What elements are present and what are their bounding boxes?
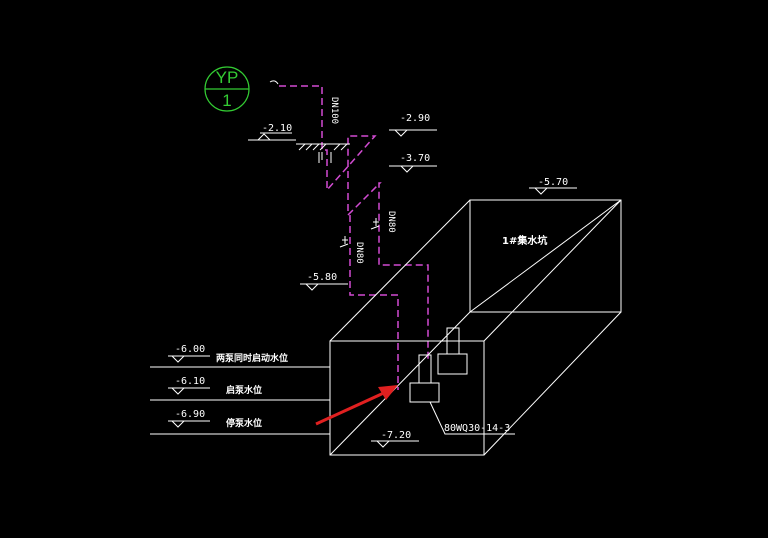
hatch-line	[298, 143, 306, 151]
pit-label: 1#集水坑	[502, 234, 547, 247]
pumps	[409, 327, 515, 435]
elev-label: -7.20	[381, 430, 411, 441]
ground-hatch	[296, 143, 350, 163]
elev-triangle	[400, 165, 414, 173]
pit-upper-box	[469, 199, 622, 313]
elev-label: -3.70	[400, 153, 430, 164]
tag-bottom: 1	[222, 91, 231, 110]
valve-symbols	[339, 218, 380, 248]
elev-triangle	[171, 420, 185, 428]
red-arrow	[315, 385, 398, 426]
pipe-main-route	[279, 85, 377, 192]
elev-triangle	[534, 187, 548, 195]
elev-label: -5.80	[307, 272, 337, 283]
elev-triangle	[257, 133, 271, 141]
pipe-left-route	[349, 215, 399, 390]
pump-1-motor	[418, 354, 432, 384]
elev-triangle	[376, 440, 390, 448]
pump-2	[437, 353, 468, 375]
elev-label: -6.90	[175, 409, 205, 420]
pump-model-leader	[429, 401, 515, 435]
pipe-main	[279, 85, 429, 390]
pipe-end-symbol	[269, 80, 279, 85]
elev-label: -5.70	[538, 177, 568, 188]
pipe-right-route	[347, 160, 429, 360]
sump-box	[329, 199, 622, 456]
pipe-label-right: DN80	[386, 211, 396, 233]
pump-model-label: 80WQ30-14-3	[444, 423, 510, 434]
pit-top-diagonal	[469, 199, 622, 313]
pipe-label-left: DN80	[354, 242, 364, 264]
pump-2-motor	[446, 327, 460, 355]
hatch-line	[312, 143, 320, 151]
elev-label: -6.00	[175, 344, 205, 355]
pump-1	[409, 382, 440, 403]
pit-top-face	[469, 199, 622, 313]
level-label-stop: 停泵水位	[226, 417, 262, 429]
hatch-line	[305, 143, 313, 151]
check-valve-left-symbol	[339, 243, 349, 248]
elev-triangle	[305, 283, 319, 291]
valve-right-symbol	[373, 218, 379, 226]
elev-triangle	[171, 355, 185, 363]
elev-label: -2.10	[262, 123, 292, 134]
arrow-head	[378, 385, 398, 400]
tag-top: YP	[216, 68, 239, 87]
check-valve-right-symbol	[370, 225, 380, 230]
water-level-lines	[150, 366, 330, 435]
hatch-line	[333, 143, 341, 151]
elev-triangle	[394, 129, 408, 137]
sump-front-face	[329, 340, 485, 456]
sump-edge-tl	[329, 199, 471, 342]
pipe-label-main: DN100	[329, 97, 339, 124]
drawing-tag: YP 1	[204, 66, 250, 112]
elev-label: -6.10	[175, 376, 205, 387]
elev-label: -2.90	[400, 113, 430, 124]
hatch-line	[340, 143, 348, 151]
elevation-labels: -2.10 -2.90 -3.70 -5.70 -5.80 -6.00 -6.1…	[175, 113, 568, 441]
level-label-start: 启泵水位	[226, 384, 262, 396]
sump-edge-tr	[483, 199, 622, 342]
elev-triangle	[171, 387, 185, 395]
valve-left-symbol	[342, 236, 348, 244]
sump-edge-br	[483, 311, 622, 456]
level-label-both-pumps: 两泵同时启动水位	[216, 352, 288, 364]
hatch-line	[319, 143, 327, 151]
elevation-markers	[168, 129, 577, 448]
arrow-shaft	[315, 390, 387, 426]
